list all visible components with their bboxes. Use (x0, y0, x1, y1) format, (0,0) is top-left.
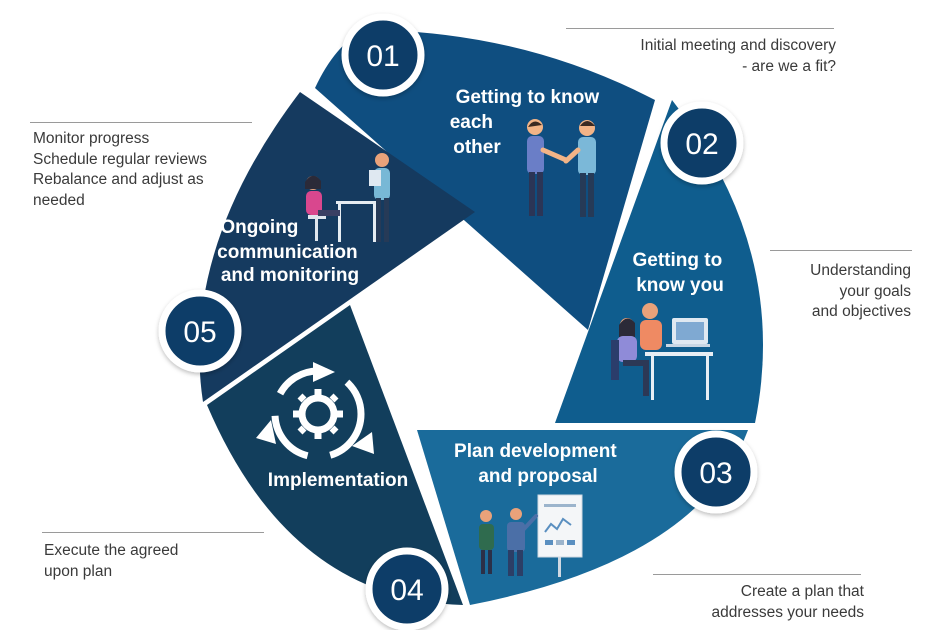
note-02-rule (770, 250, 912, 251)
note-03-line: addresses your needs (711, 603, 864, 621)
stage-02-title: Getting to know you (633, 250, 728, 296)
note-03-line: Create a plan that (740, 583, 864, 600)
note-05: Monitor progress Schedule regular review… (33, 129, 207, 211)
stage-05-title: Ongoing communication and monitoring (217, 217, 363, 286)
note-05-line: Rebalance and adjust as (33, 171, 204, 188)
note-04: Execute the agreed upon plan (44, 541, 178, 582)
badge-03-number: 03 (699, 457, 732, 490)
badge-02: 02 (660, 101, 744, 185)
laptop-meeting-illustration (611, 303, 713, 400)
note-04-line: upon plan (44, 562, 113, 580)
stage-04-title: Implementation (268, 470, 408, 491)
gear-cycle-icon (256, 362, 374, 461)
note-01-line: Initial meeting and discovery (640, 37, 836, 54)
note-05-line: needed (33, 191, 85, 209)
badge-04: 04 (365, 547, 449, 630)
stage-01-title: Getting to know each other (450, 87, 605, 158)
note-04-line: Execute the agreed (44, 542, 179, 559)
note-01: Initial meeting and discovery - are we a… (640, 36, 836, 77)
handshake-illustration (527, 119, 596, 217)
note-02-line: and objectives (811, 303, 911, 320)
note-05-line: Schedule regular reviews (33, 150, 208, 168)
presentation-board-illustration (479, 494, 583, 577)
note-02-line: your goals (839, 282, 911, 300)
segment-01 (315, 30, 655, 330)
note-02-line: Understanding (810, 262, 911, 279)
badge-03: 03 (674, 430, 758, 514)
desk-consultation-illustration (305, 153, 390, 242)
note-02: Understanding your goals and objectives (810, 261, 911, 323)
note-05-rule (30, 122, 252, 123)
segment-05 (199, 92, 475, 402)
stage-03-title: Plan development and proposal (454, 441, 622, 487)
note-05-line: Monitor progress (33, 130, 150, 147)
note-01-rule (566, 28, 834, 29)
badge-05-number: 05 (183, 316, 216, 349)
note-03-rule (653, 574, 861, 575)
badge-05: 05 (158, 289, 242, 373)
badge-04-number: 04 (390, 574, 423, 607)
badge-01: 01 (341, 13, 425, 97)
badge-01-number: 01 (366, 40, 399, 73)
note-04-rule (42, 532, 264, 533)
badge-02-number: 02 (685, 128, 718, 161)
note-01-line: - are we a fit? (742, 57, 836, 75)
note-03: Create a plan that addresses your needs (711, 582, 864, 623)
